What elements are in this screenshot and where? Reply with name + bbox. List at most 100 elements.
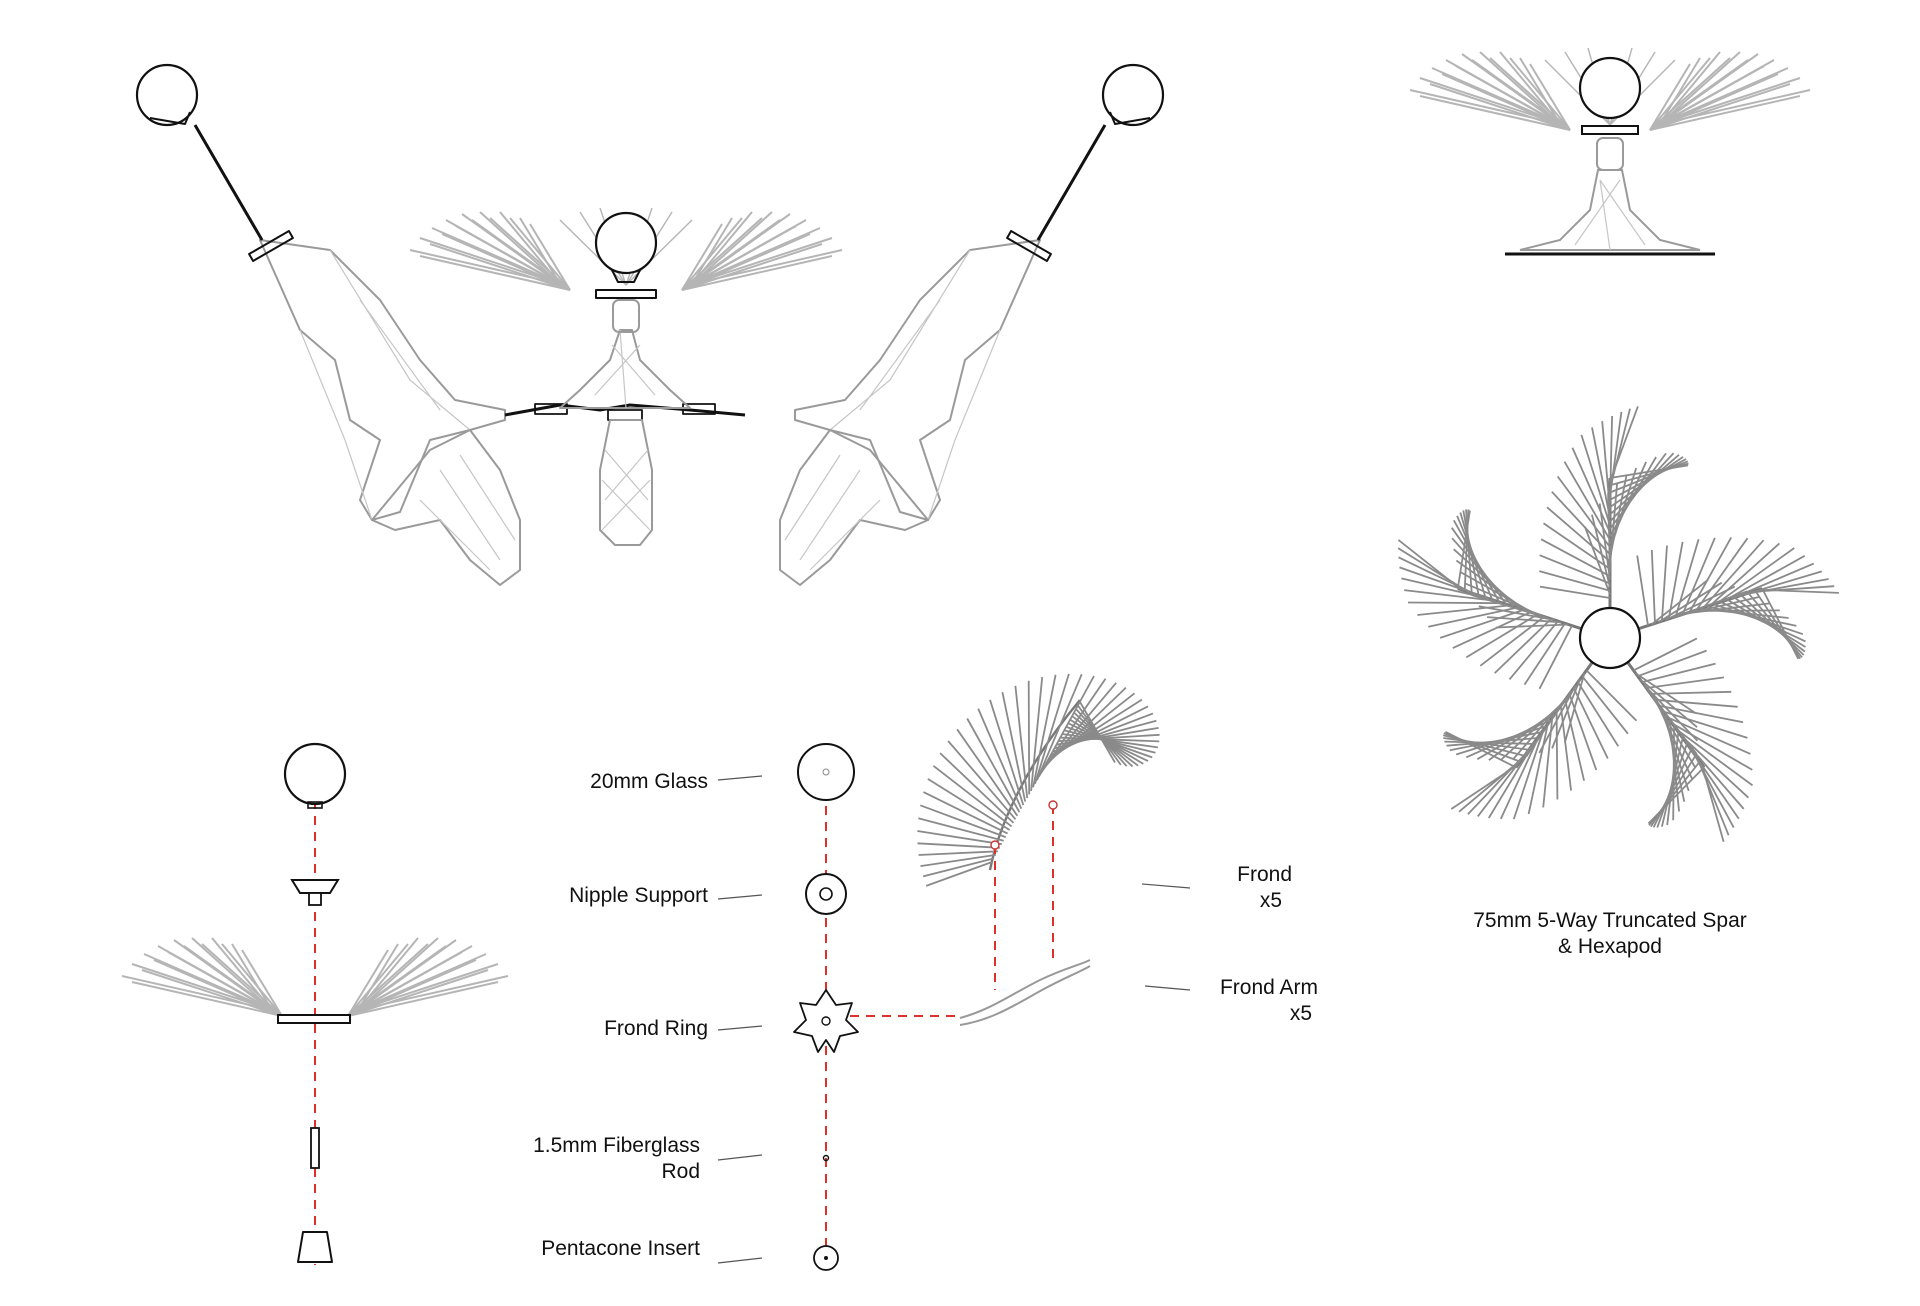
frond-spine-line <box>939 752 1015 824</box>
plan-frond-spine <box>1539 570 1611 592</box>
left-glass <box>135 63 199 127</box>
plan-frond-spine <box>1609 454 1680 516</box>
plan-frond-spine <box>1572 687 1609 759</box>
plan-frond-spine <box>1761 588 1800 660</box>
plan-frond-spine <box>1675 728 1754 787</box>
frond-spine-line <box>917 842 1000 849</box>
plan-frond-spine <box>1727 599 1806 648</box>
frond-spine-line <box>922 857 995 878</box>
plan-frond-spine <box>1523 622 1566 686</box>
plan-frond-spine <box>1542 717 1554 808</box>
plan-frond-spine <box>1452 611 1531 649</box>
frond-arm-label-line1: Frond Arm <box>1219 976 1318 999</box>
plan-frond-spine <box>1663 710 1748 739</box>
plan-frond-spine <box>1512 728 1545 820</box>
plan-frond-spine <box>1671 722 1753 771</box>
frond-ring-label: Frond Ring <box>604 1017 708 1040</box>
rod-part <box>310 1127 320 1169</box>
spar-hexapod <box>1519 169 1701 251</box>
plan-frond-spine <box>1417 604 1510 616</box>
plan-frond-spine <box>1539 554 1611 585</box>
plan-frond-spine <box>1527 723 1549 815</box>
rod-label-line1: 1.5mm Fiberglass <box>533 1134 700 1157</box>
plan-frond-spine <box>1679 734 1750 799</box>
center-hexapod <box>559 329 691 409</box>
frond-arm-part <box>959 800 1091 1026</box>
plan-frond-spine <box>1633 637 1698 672</box>
plan-frond-spine <box>1397 547 1469 593</box>
rod-label-line2: Rod <box>661 1160 700 1183</box>
plan-frond-spine <box>1609 467 1638 551</box>
frond-spine-line <box>1079 701 1116 764</box>
frond-spine-line <box>1056 727 1159 746</box>
spar-glass <box>1578 56 1642 120</box>
frond-spine-line <box>947 740 1017 820</box>
exploded-plan <box>793 743 960 1271</box>
spar-label-line1: 75mm 5-Way Truncated Spar <box>1473 909 1747 932</box>
frond-spine-line <box>1060 736 1160 743</box>
plan-frond-spine <box>1404 589 1497 602</box>
plan-frond-spine <box>1701 764 1725 842</box>
plan-frond-spine <box>1716 547 1795 604</box>
plan-frond-spine <box>1656 743 1688 828</box>
glass-plan <box>797 743 855 801</box>
plan-frond-spine <box>1556 475 1611 548</box>
plan-frond-spine <box>1508 620 1559 680</box>
frond-spine-line <box>917 830 1002 846</box>
plan-frond-spine <box>1444 730 1517 769</box>
frond-spine-line <box>1014 685 1029 799</box>
plan-frond-spine <box>1465 613 1538 659</box>
plan-frond-spine <box>1659 704 1744 724</box>
plan-frond-spine <box>1730 562 1815 600</box>
nipple-support-label: Nipple Support <box>569 884 708 907</box>
plan-frond-spine <box>1494 618 1552 674</box>
plan-frond-spine <box>1443 737 1529 751</box>
frond-spine-line <box>1062 733 1159 749</box>
pentacone-label: Pentacone Insert <box>541 1237 700 1260</box>
frond-spine-line <box>925 861 993 887</box>
plan-frond-spine <box>1499 734 1541 820</box>
nipple-support-plan <box>805 873 847 915</box>
plan-frond-spine <box>1609 406 1639 482</box>
plan-frond-spine <box>1591 427 1611 519</box>
frond-spine-line <box>966 718 1021 813</box>
plan-frond-spine <box>1601 421 1611 511</box>
plan-frond-spine <box>1609 408 1631 490</box>
frond-spine-line <box>1027 680 1031 795</box>
glass-label: 20mm Glass <box>590 770 708 793</box>
frond-ring-plan <box>793 989 859 1053</box>
plan-frond-spine <box>1695 537 1749 611</box>
rod-plan <box>822 1154 830 1162</box>
plan-frond-spine <box>1609 458 1687 501</box>
plan-center-hub <box>1578 606 1642 670</box>
plan-frond-spine <box>1546 506 1611 563</box>
plan-frond-spine <box>1636 555 1649 626</box>
plan-frond-spine <box>1446 737 1538 747</box>
plan-frond-spine <box>1563 461 1611 541</box>
left-rod <box>193 124 264 241</box>
frond-spine-line <box>956 728 1019 817</box>
plan-frond-spine <box>1681 537 1716 615</box>
plan-frond-spine <box>1458 757 1523 813</box>
center-lower-spar <box>599 419 653 546</box>
plan-frond-spine <box>1650 549 1656 624</box>
plan-frond-spine <box>1488 740 1536 819</box>
plan-frond-spine <box>1688 536 1732 613</box>
left-collar <box>248 230 294 262</box>
plan-frond-spine <box>1751 585 1835 593</box>
plan-frond-spine <box>1568 693 1598 771</box>
frond-spine-line <box>918 817 1004 842</box>
frond-spine-line <box>920 854 997 867</box>
frond-spine-line <box>1038 675 1095 778</box>
frond-spine-line <box>989 699 1025 806</box>
plan-frond-spine <box>1564 699 1585 781</box>
frond-spine-line <box>932 765 1013 828</box>
plan-frond-spine <box>1646 676 1725 689</box>
plan-frond-spine <box>1733 596 1806 653</box>
five-frond-plan-view <box>1397 406 1839 842</box>
frond-spine-line <box>1034 673 1070 785</box>
frond-ring-part <box>277 1014 351 1024</box>
plan-frond-spine <box>1397 539 1462 591</box>
pentacone-part <box>297 1231 333 1263</box>
plan-frond-spine <box>1709 542 1781 607</box>
